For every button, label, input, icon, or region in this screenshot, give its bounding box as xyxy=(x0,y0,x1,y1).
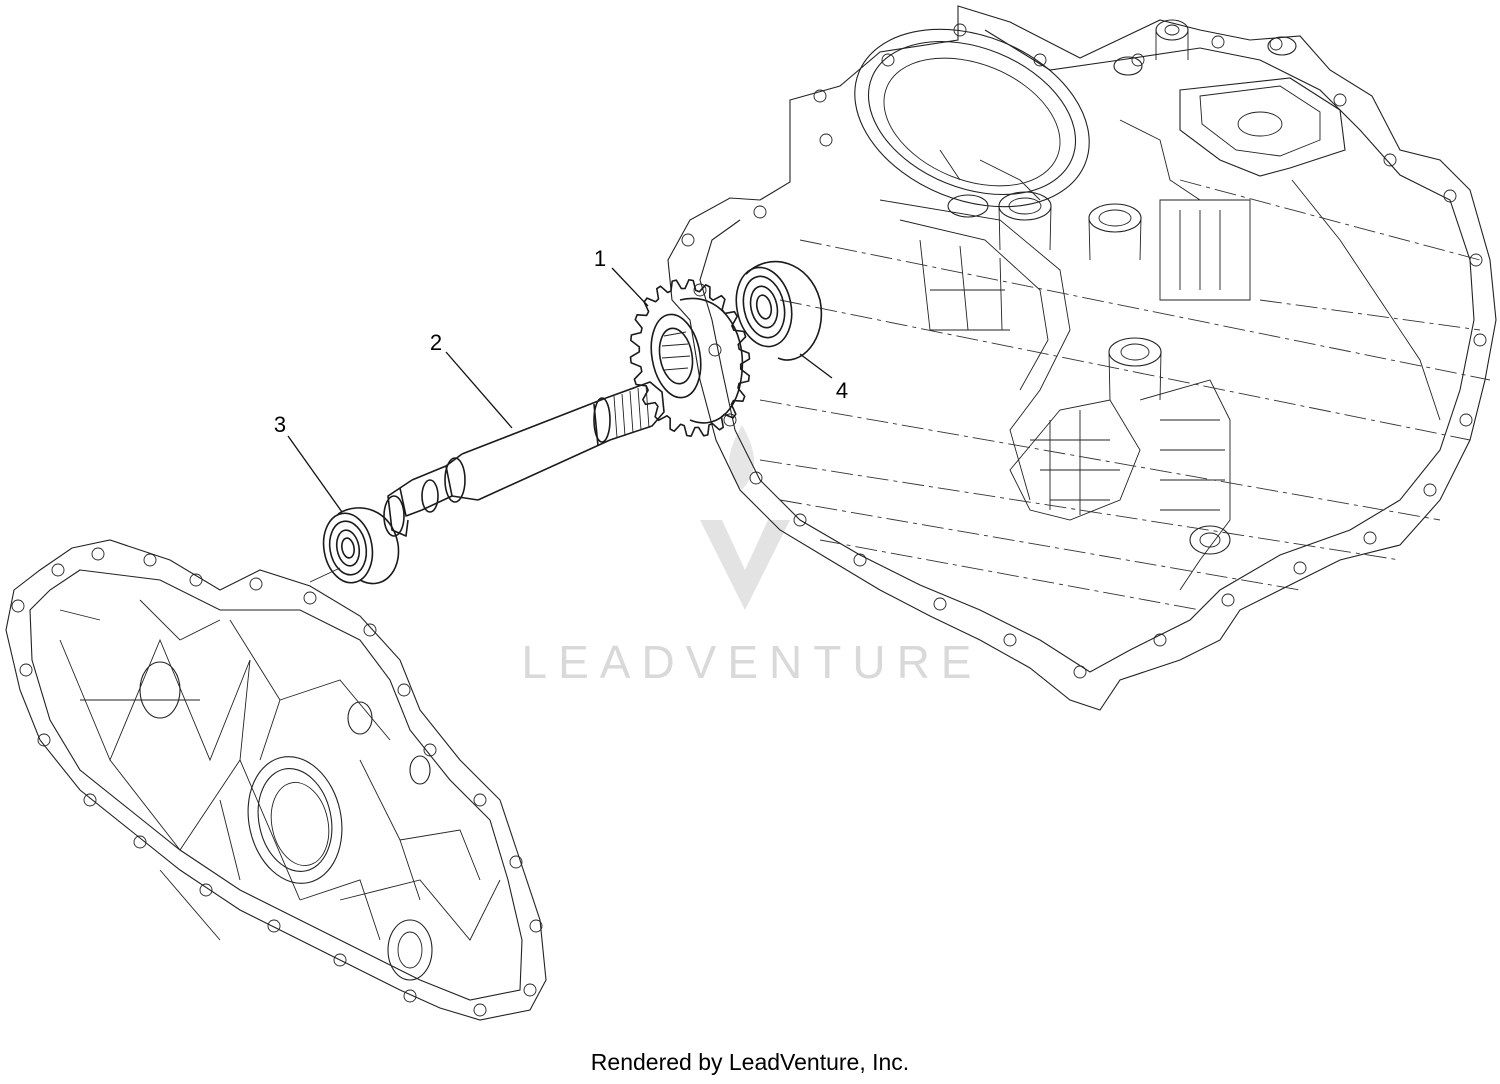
bearing-part-3 xyxy=(322,507,400,585)
callout-4: 4 xyxy=(836,378,848,403)
leader-lines xyxy=(287,267,833,513)
leader-line-2 xyxy=(445,351,513,429)
bearing-part-4 xyxy=(735,260,823,361)
callout-3: 3 xyxy=(274,412,286,437)
side-cover xyxy=(5,539,547,1021)
watermark-text: LEADVENTURE xyxy=(522,636,983,688)
transmission-housing xyxy=(667,5,1497,711)
gear-part-1 xyxy=(629,279,751,437)
assembly-centerline xyxy=(309,567,341,583)
callout-1: 1 xyxy=(594,246,606,271)
leader-line-1 xyxy=(611,267,649,307)
watermark: LEADVENTURE xyxy=(522,425,983,688)
credit-line: Rendered by LeadVenture, Inc. xyxy=(591,1049,909,1075)
shaft-part-2 xyxy=(383,381,665,537)
callout-2: 2 xyxy=(430,330,442,355)
leader-line-4 xyxy=(799,353,833,379)
leader-line-3 xyxy=(287,435,343,513)
